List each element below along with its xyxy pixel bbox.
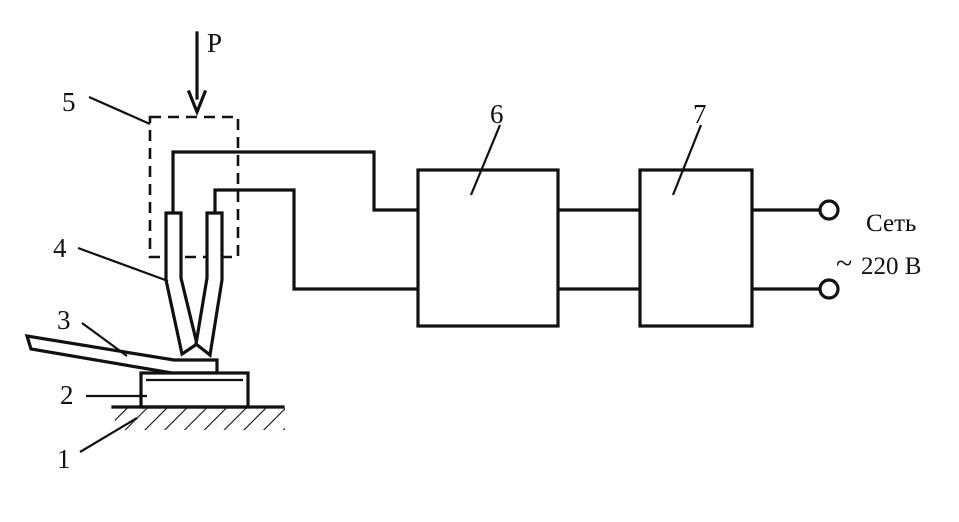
wire-to-mains [750, 208, 822, 291]
leader-lines [77, 95, 703, 453]
electrode-holder-housing [148, 115, 240, 259]
wire-upper [171, 150, 420, 215]
force-arrow [186, 31, 208, 117]
base-hatch [115, 408, 285, 430]
terminal-top [818, 199, 840, 221]
terminal-bottom [818, 278, 840, 300]
block-6 [416, 168, 560, 328]
part-label-2: 2 [60, 380, 74, 410]
part-label-1: 1 [57, 444, 71, 474]
wire-lower [213, 188, 420, 291]
split-electrode [164, 211, 224, 358]
force-label: P [207, 28, 222, 58]
block-7 [638, 168, 754, 328]
part-label-7: 7 [693, 99, 707, 129]
part-label-6: 6 [490, 99, 504, 129]
workpiece-pad [139, 371, 250, 409]
part-label-5: 5 [62, 87, 76, 117]
wire-between-blocks [556, 208, 642, 291]
part-label-4: 4 [53, 233, 67, 263]
supply-label-bottom: 220 В [861, 253, 921, 280]
part-label-3: 3 [57, 305, 71, 335]
supply-label-top: Сеть [866, 210, 916, 237]
supply-tilde: ~ [836, 247, 852, 280]
